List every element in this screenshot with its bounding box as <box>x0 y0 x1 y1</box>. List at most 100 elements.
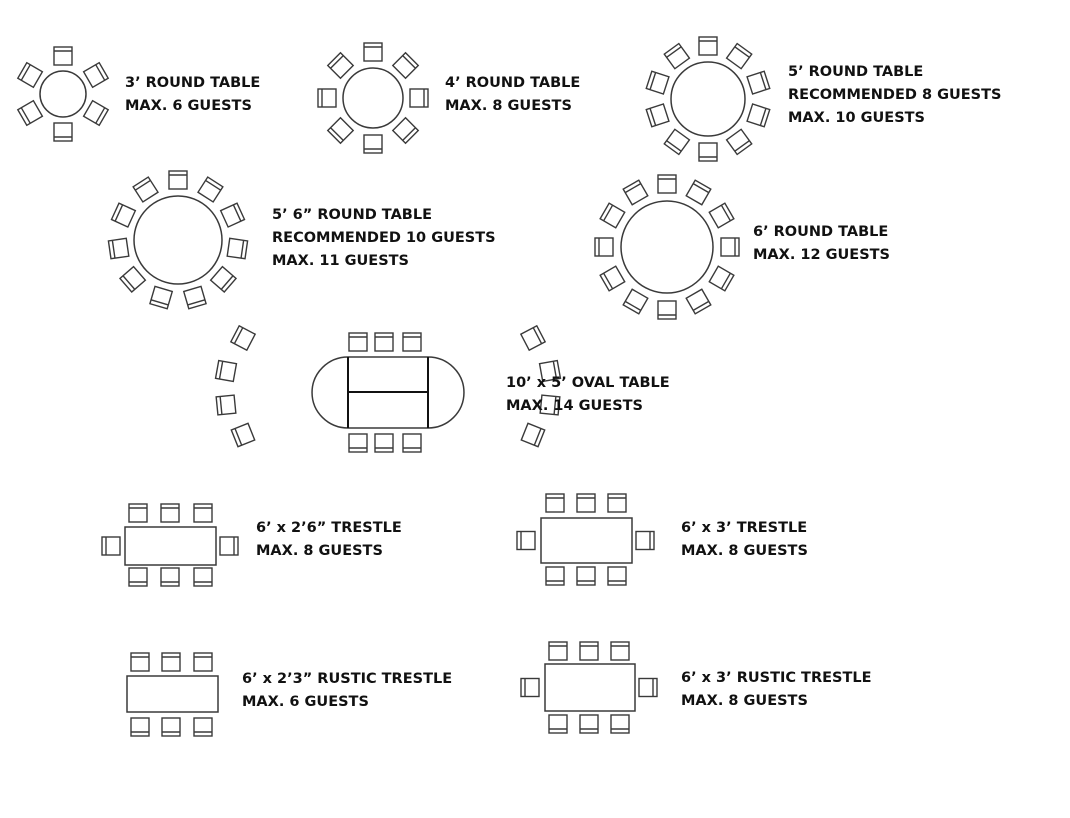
chair-icon <box>101 536 121 556</box>
chair-icon <box>82 61 110 89</box>
chair-icon <box>645 103 670 128</box>
chair-icon <box>215 394 237 416</box>
chair-icon <box>685 179 712 206</box>
chair-icon <box>348 433 368 453</box>
chair-icon <box>374 332 394 352</box>
table-label-line: RECOMMENDED 8 GUESTS <box>788 87 1002 103</box>
table-round-3ft <box>16 46 110 142</box>
chair-icon <box>638 677 658 698</box>
chair-icon <box>685 288 712 315</box>
table-label-line: 10’ x 5’ OVAL TABLE <box>506 375 670 391</box>
chair-icon <box>663 42 691 70</box>
table-label-line: 6’ x 3’ TRESTLE <box>681 520 808 536</box>
round-table-top <box>342 67 404 129</box>
chair-icon <box>160 503 180 523</box>
chair-icon <box>118 265 147 293</box>
table-label-line: MAX. 8 GUESTS <box>681 543 808 559</box>
chair-icon <box>725 42 753 70</box>
table-rustic-6x2-3 <box>126 652 219 737</box>
chair-icon <box>725 128 753 156</box>
table-trestle-6x2-6 <box>101 503 239 587</box>
chair-icon <box>545 566 565 586</box>
chair-icon <box>16 99 44 127</box>
table-label-line: 6’ x 2’6” TRESTLE <box>256 520 402 536</box>
chair-icon <box>622 288 649 315</box>
chair-icon <box>657 300 677 320</box>
chair-icon <box>409 88 429 108</box>
chair-icon <box>545 493 565 513</box>
chair-icon <box>226 237 249 260</box>
chair-icon <box>698 36 718 56</box>
chair-icon <box>326 51 355 80</box>
chair-icon <box>645 70 670 95</box>
chair-icon <box>128 503 148 523</box>
table-label: 6’ x 3’ TRESTLE MAX. 8 GUESTS <box>681 517 808 563</box>
chair-icon <box>520 677 540 698</box>
chair-icon <box>708 265 735 292</box>
chair-icon <box>182 285 207 310</box>
chair-icon <box>579 714 599 734</box>
rect-table-top <box>540 517 633 564</box>
chair-icon <box>599 265 626 292</box>
table-round-5ft <box>645 36 771 162</box>
chair-icon <box>317 88 337 108</box>
chair-icon <box>599 202 626 229</box>
table-label-line: 4’ ROUND TABLE <box>445 75 581 91</box>
chair-icon <box>548 641 568 661</box>
chair-icon <box>161 717 181 737</box>
chair-icon <box>610 641 630 661</box>
chair-icon <box>193 503 213 523</box>
table-round-5ft6 <box>107 170 249 310</box>
chair-icon <box>516 530 536 551</box>
chair-icon <box>16 61 44 89</box>
table-label: 3’ ROUND TABLE MAX. 6 GUESTS <box>125 72 260 118</box>
chair-icon <box>214 359 238 383</box>
chair-icon <box>607 566 627 586</box>
table-label: 6’ x 2’6” TRESTLE MAX. 8 GUESTS <box>256 517 402 563</box>
table-label-line: MAX. 12 GUESTS <box>753 247 890 263</box>
chair-icon <box>160 567 180 587</box>
table-label: 6’ ROUND TABLE MAX. 12 GUESTS <box>753 221 890 267</box>
chair-icon <box>610 714 630 734</box>
table-round-4ft <box>317 42 429 154</box>
chair-icon <box>622 179 649 206</box>
table-label-line: 5’ ROUND TABLE <box>788 64 924 80</box>
chair-icon <box>594 237 614 257</box>
chair-icon <box>391 116 420 145</box>
chair-icon <box>53 46 73 66</box>
table-label-line: MAX. 6 GUESTS <box>125 98 252 114</box>
chair-icon <box>193 567 213 587</box>
chair-icon <box>746 103 771 128</box>
table-label-line: 6’ ROUND TABLE <box>753 224 889 240</box>
table-round-6ft <box>594 174 740 320</box>
table-label-line: RECOMMENDED 10 GUESTS <box>272 230 496 246</box>
chair-icon <box>635 530 655 551</box>
table-label-line: 5’ 6” ROUND TABLE <box>272 207 432 223</box>
table-label-line: 3’ ROUND TABLE <box>125 75 261 91</box>
chair-icon <box>128 567 148 587</box>
table-oval-10x5 <box>214 324 562 453</box>
chair-icon <box>219 536 239 556</box>
chair-icon <box>107 237 130 260</box>
chair-icon <box>363 134 383 154</box>
chair-icon <box>539 394 561 416</box>
chair-icon <box>229 324 257 352</box>
chair-icon <box>657 174 677 194</box>
round-table-top <box>620 200 714 294</box>
round-table-top <box>670 61 746 137</box>
chair-icon <box>326 116 355 145</box>
chair-icon <box>607 493 627 513</box>
table-label-line: MAX. 8 GUESTS <box>681 693 808 709</box>
chair-icon <box>168 170 188 190</box>
chair-icon <box>53 122 73 142</box>
table-label-line: MAX. 8 GUESTS <box>256 543 383 559</box>
table-rustic-6x3 <box>520 641 658 734</box>
table-trestle-6x3 <box>516 493 655 586</box>
chair-icon <box>663 128 691 156</box>
